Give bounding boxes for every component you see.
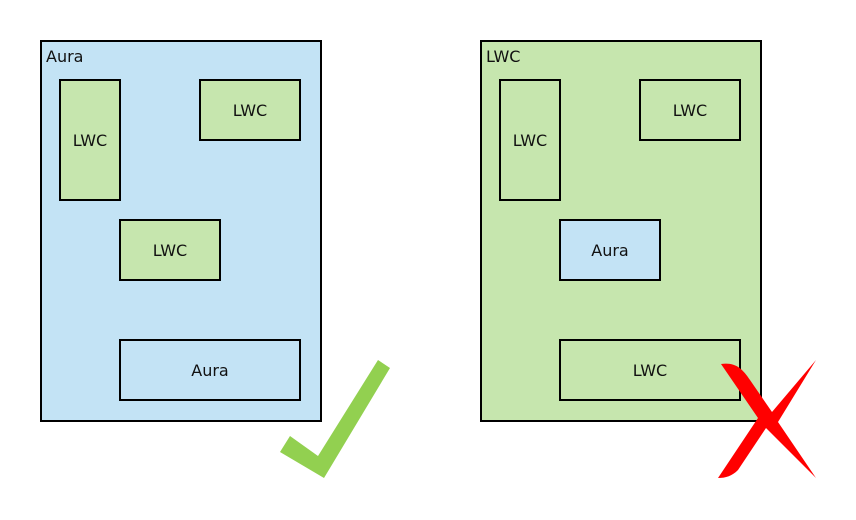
cross-icon — [718, 360, 816, 478]
right-child-lwc-tall: LWC — [499, 79, 561, 201]
right-child-label: Aura — [591, 240, 629, 260]
right-child-label: LWC — [672, 100, 708, 120]
checkmark-icon — [280, 360, 390, 478]
left-child-label: LWC — [152, 240, 188, 260]
right-child-label: LWC — [632, 360, 668, 380]
left-child-label: Aura — [191, 360, 229, 380]
right-child-lwc-top-right: LWC — [639, 79, 741, 141]
left-container-label: Aura — [46, 47, 84, 66]
left-child-lwc-middle: LWC — [119, 219, 221, 281]
left-child-lwc-tall: LWC — [59, 79, 121, 201]
left-child-label: LWC — [232, 100, 268, 120]
left-child-aura-bottom: Aura — [119, 339, 301, 401]
right-child-aura-middle: Aura — [559, 219, 661, 281]
right-child-lwc-bottom: LWC — [559, 339, 741, 401]
right-container-label: LWC — [486, 47, 521, 66]
right-child-label: LWC — [512, 130, 548, 150]
left-child-label: LWC — [72, 130, 108, 150]
left-child-lwc-top-right: LWC — [199, 79, 301, 141]
